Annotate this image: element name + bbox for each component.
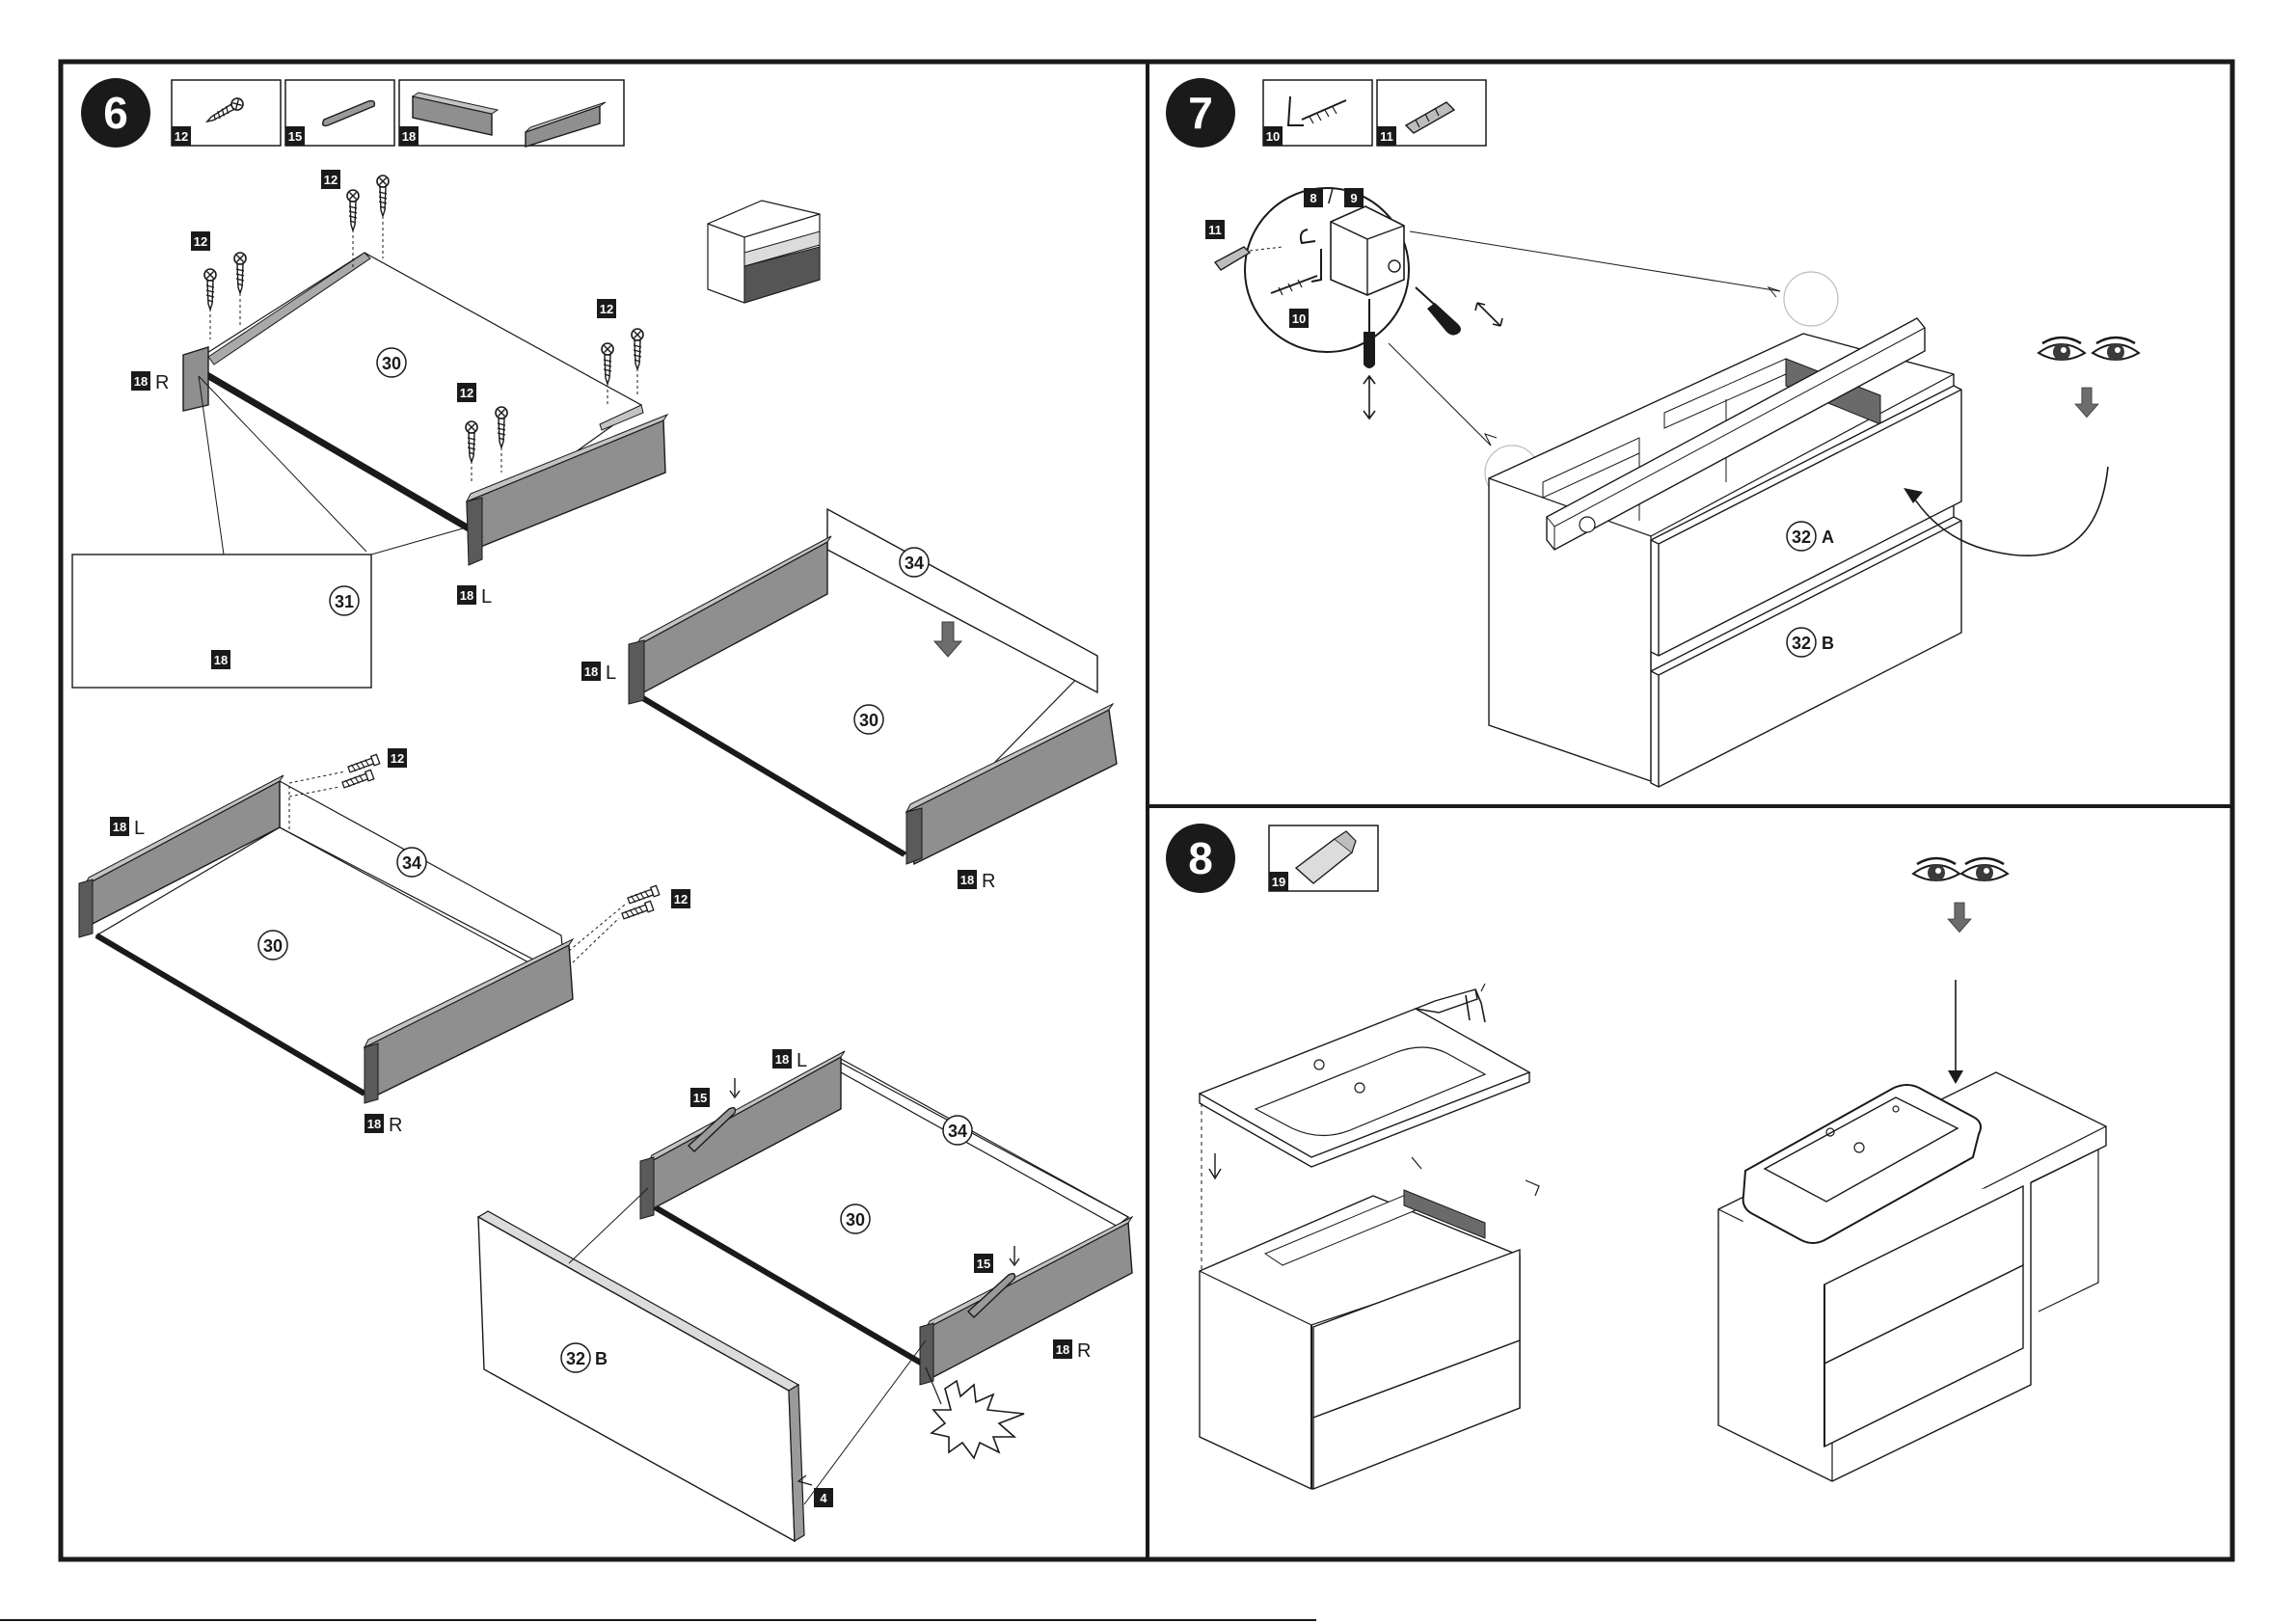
svg-text:B: B <box>1822 634 1834 653</box>
svg-text:34: 34 <box>402 853 421 873</box>
svg-text:R: R <box>389 1115 402 1136</box>
svg-text:B: B <box>595 1349 608 1368</box>
cabinet-thumbnail <box>708 201 820 303</box>
svg-text:18: 18 <box>367 1117 381 1131</box>
screw-icon <box>377 176 389 216</box>
step-6-drawer-rear-screws: 12 12 34 30 18 L 18 R <box>79 748 690 1136</box>
svg-text:34: 34 <box>948 1122 967 1141</box>
svg-text:32: 32 <box>1792 634 1811 653</box>
step-8-header: 8 19 <box>1166 824 1378 893</box>
screw-icon <box>602 343 613 384</box>
svg-text:R: R <box>155 372 169 393</box>
svg-text:12: 12 <box>600 302 613 316</box>
svg-text:19: 19 <box>1272 875 1285 889</box>
step-7-cabinet: 32 A 32 B <box>1389 231 2139 787</box>
arrow-down-icon <box>1948 903 1971 933</box>
parts-box-11: 11 <box>1377 80 1486 146</box>
arrow-down-icon <box>2075 388 2098 418</box>
step-7-header: 7 10 11 <box>1166 78 1486 148</box>
svg-text:15: 15 <box>288 129 302 144</box>
svg-text:18: 18 <box>584 664 598 679</box>
svg-text:32: 32 <box>566 1349 585 1368</box>
svg-text:4: 4 <box>820 1491 827 1505</box>
svg-text:15: 15 <box>693 1091 707 1105</box>
svg-text:11: 11 <box>1380 129 1393 144</box>
svg-text:R: R <box>982 871 995 892</box>
screw-icon <box>341 770 373 789</box>
svg-text:10: 10 <box>1266 129 1280 144</box>
svg-text:18: 18 <box>1056 1342 1069 1357</box>
svg-text:L: L <box>134 818 145 839</box>
svg-text:R: R <box>1077 1340 1091 1362</box>
screw-icon <box>621 901 653 920</box>
svg-text:18: 18 <box>460 588 473 603</box>
svg-text:18: 18 <box>214 653 228 667</box>
svg-text:12: 12 <box>324 173 338 187</box>
svg-text:L: L <box>481 586 492 608</box>
parts-box-12: 12 <box>172 80 281 146</box>
svg-text:18: 18 <box>775 1052 789 1067</box>
svg-text:30: 30 <box>846 1210 865 1230</box>
step-6-drawer-front-attach: 18 L 15 34 30 15 18 R 32 B 4 <box>478 1049 1132 1541</box>
svg-text:18: 18 <box>113 820 126 834</box>
svg-text:12: 12 <box>391 751 404 766</box>
screw-icon <box>234 253 246 293</box>
step-8-vessel-basin <box>1718 858 2106 1481</box>
svg-text:A: A <box>1822 527 1834 547</box>
svg-text:12: 12 <box>674 892 688 906</box>
screw-icon <box>347 190 359 230</box>
svg-text:9: 9 <box>1350 191 1357 205</box>
step-7-hanging-detail: 8 / 9 11 10 <box>1205 187 1502 419</box>
eye-icon <box>2093 338 2139 361</box>
eye-icon <box>2039 338 2085 361</box>
step-8-basin-install <box>1200 984 1539 1489</box>
svg-text:/: / <box>1328 187 1334 208</box>
screw-icon <box>204 269 216 310</box>
screw-icon <box>632 329 643 369</box>
svg-text:18: 18 <box>960 873 974 887</box>
step-number: 7 <box>1188 88 1213 138</box>
svg-text:L: L <box>606 663 616 684</box>
svg-text:30: 30 <box>382 354 401 373</box>
svg-text:31: 31 <box>335 592 354 611</box>
parts-box-19: 19 <box>1269 825 1378 891</box>
step-number: 8 <box>1188 833 1213 883</box>
step-number: 6 <box>103 88 128 138</box>
parts-box-15: 15 <box>285 80 394 146</box>
eye-icon <box>1961 858 2008 881</box>
svg-text:18: 18 <box>134 374 148 389</box>
svg-text:10: 10 <box>1292 311 1306 326</box>
parts-box-18: 18 <box>399 80 624 147</box>
parts-box-10: 10 <box>1263 80 1372 146</box>
svg-text:11: 11 <box>1208 223 1222 237</box>
svg-text:30: 30 <box>263 936 283 956</box>
svg-text:12: 12 <box>194 234 207 249</box>
svg-text:32: 32 <box>1792 527 1811 547</box>
screw-icon <box>627 885 659 905</box>
svg-text:12: 12 <box>175 129 188 144</box>
step-6-drawer-back-panel: 34 30 18 L 18 R <box>581 509 1117 892</box>
eye-icon <box>1913 858 1959 881</box>
starburst-icon <box>932 1381 1024 1458</box>
svg-text:15: 15 <box>977 1257 990 1271</box>
svg-text:18: 18 <box>402 129 416 144</box>
svg-text:30: 30 <box>859 711 878 730</box>
step-6-header: 6 12 15 18 <box>81 78 624 148</box>
svg-text:34: 34 <box>905 554 924 573</box>
svg-text:12: 12 <box>460 386 473 400</box>
svg-text:L: L <box>797 1050 807 1071</box>
screw-icon <box>347 754 379 773</box>
svg-text:8: 8 <box>1310 191 1316 205</box>
